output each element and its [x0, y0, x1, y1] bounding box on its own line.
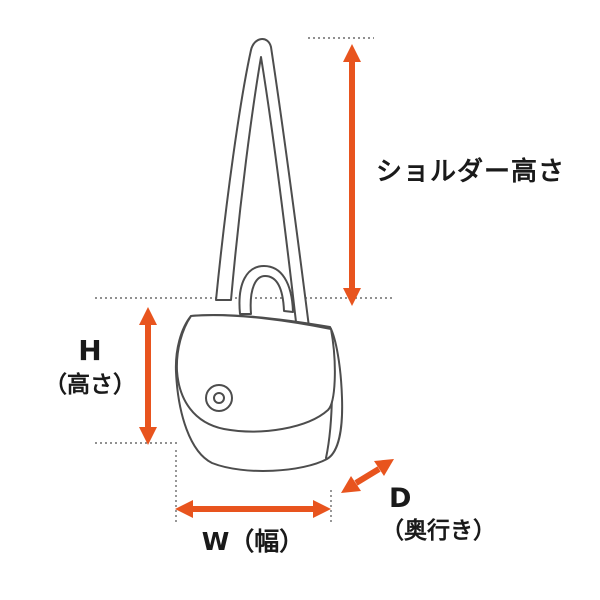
height-label: H （高さ） [28, 334, 152, 399]
shoulder-height-label: ショルダー高さ [376, 157, 566, 187]
clasp-button [205, 384, 233, 412]
guide-lines [95, 37, 392, 524]
bag-flap [175, 314, 336, 433]
depth-letter: D [389, 483, 412, 514]
width-label: W（幅） [201, 527, 305, 556]
depth-arrow [341, 459, 394, 493]
height-sublabel: （高さ） [44, 371, 136, 398]
shoulder-height-arrow [343, 44, 361, 306]
width-arrow [175, 500, 331, 518]
top-handle [238, 265, 294, 315]
shoulder-strap [215, 38, 310, 328]
height-arrow [139, 307, 157, 445]
depth-sublabel: （奥行き） [381, 518, 496, 545]
depth-label: D （奥行き） [381, 483, 496, 546]
height-letter: H [78, 334, 102, 367]
